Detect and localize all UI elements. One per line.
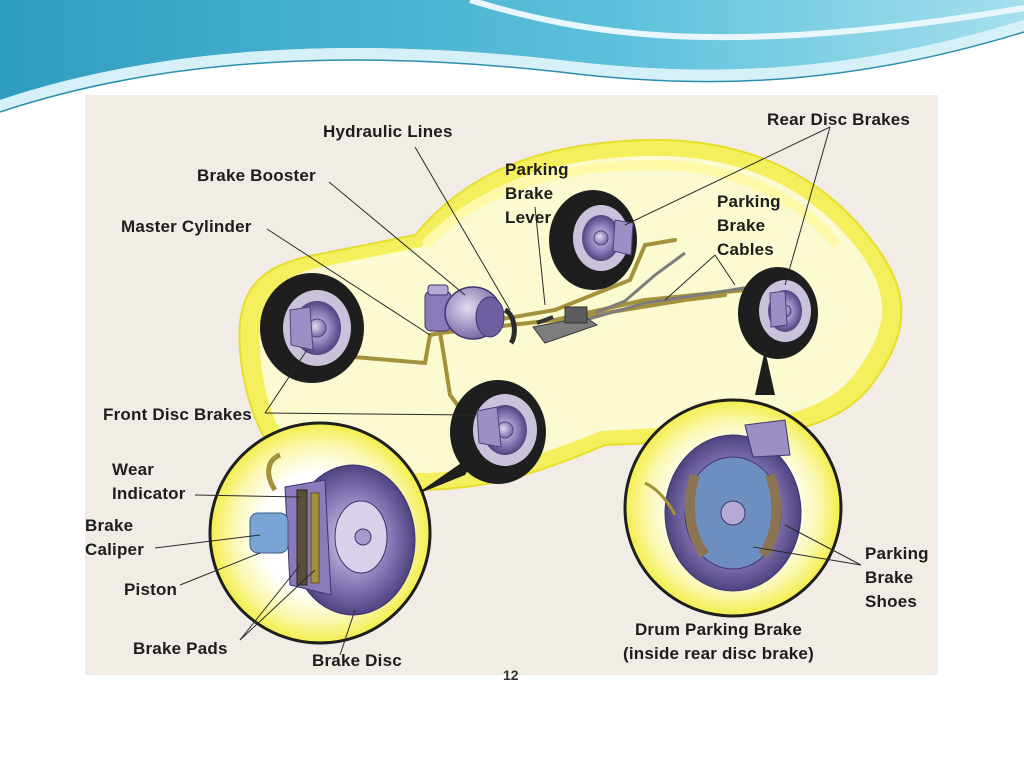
rear-left-wheel — [549, 190, 637, 290]
wave-band-dark — [0, 0, 1024, 100]
label-line: Parking — [717, 192, 781, 211]
label-line: Brake — [717, 216, 766, 235]
front-disc-brake-inset — [208, 421, 432, 645]
master-cylinder-booster — [424, 284, 517, 345]
wave-band-light — [0, 20, 1024, 112]
label-drum-parking-brake: Drum Parking Brake (inside rear disc bra… — [623, 618, 814, 666]
label-hydraulic-lines: Hydraulic Lines — [323, 122, 453, 141]
rear-right-wheel — [738, 267, 818, 359]
label-wear-indicator: Wear Indicator — [112, 458, 186, 506]
label-line: Parking — [505, 160, 569, 179]
piston-shape — [249, 512, 289, 554]
front-left-wheel — [260, 273, 364, 383]
label-rear-disc-brakes: Rear Disc Brakes — [767, 110, 911, 129]
label-line: Parking — [865, 544, 929, 563]
wave-edge-line — [0, 31, 1024, 113]
parking-shoe-1 — [684, 473, 710, 558]
label-brake-caliper: Brake Caliper — [85, 514, 144, 562]
label-parking-brake-lever: Parking Brake Lever — [505, 158, 569, 230]
wave-highlight — [469, 0, 1024, 41]
label-line: Brake — [865, 568, 914, 587]
label-line: Brake — [85, 516, 134, 535]
page-number: 12 — [503, 667, 519, 683]
label-line: Caliper — [85, 540, 145, 559]
label-brake-disc: Brake Disc — [312, 651, 402, 670]
label-line: Wear — [112, 460, 155, 479]
label-line: Drum Parking Brake — [634, 620, 802, 639]
header-wave-banner — [0, 0, 1024, 113]
brake-pad-2 — [310, 492, 320, 584]
label-line: Lever — [505, 208, 552, 227]
label-brake-pads: Brake Pads — [133, 639, 228, 658]
leader-lines — [154, 126, 862, 656]
label-front-disc-brakes: Front Disc Brakes — [103, 405, 252, 424]
brake-system-diagram: Hydraulic Lines Rear Disc Brakes Brake B… — [85, 95, 938, 683]
label-line: (inside rear disc brake) — [623, 644, 814, 663]
front-inset-pointer — [415, 450, 480, 495]
parking-shoe-2 — [758, 473, 782, 558]
label-parking-brake-cables: Parking Brake Cables — [717, 190, 781, 262]
brake-system-illustration — [154, 126, 903, 656]
drum-parking-brake-inset — [623, 398, 843, 618]
rear-inset-pointer — [755, 350, 775, 395]
label-parking-brake-shoes: Parking Brake Shoes — [865, 542, 929, 614]
label-piston: Piston — [124, 580, 178, 599]
label-brake-booster: Brake Booster — [197, 166, 316, 185]
label-line: Cables — [717, 240, 774, 259]
label-line: Brake — [505, 184, 554, 203]
label-line: Shoes — [865, 592, 918, 611]
label-master-cylinder: Master Cylinder — [121, 217, 252, 236]
label-line: Indicator — [112, 484, 186, 503]
brake-pad-1 — [296, 489, 308, 586]
parking-brake-lever — [532, 306, 599, 344]
